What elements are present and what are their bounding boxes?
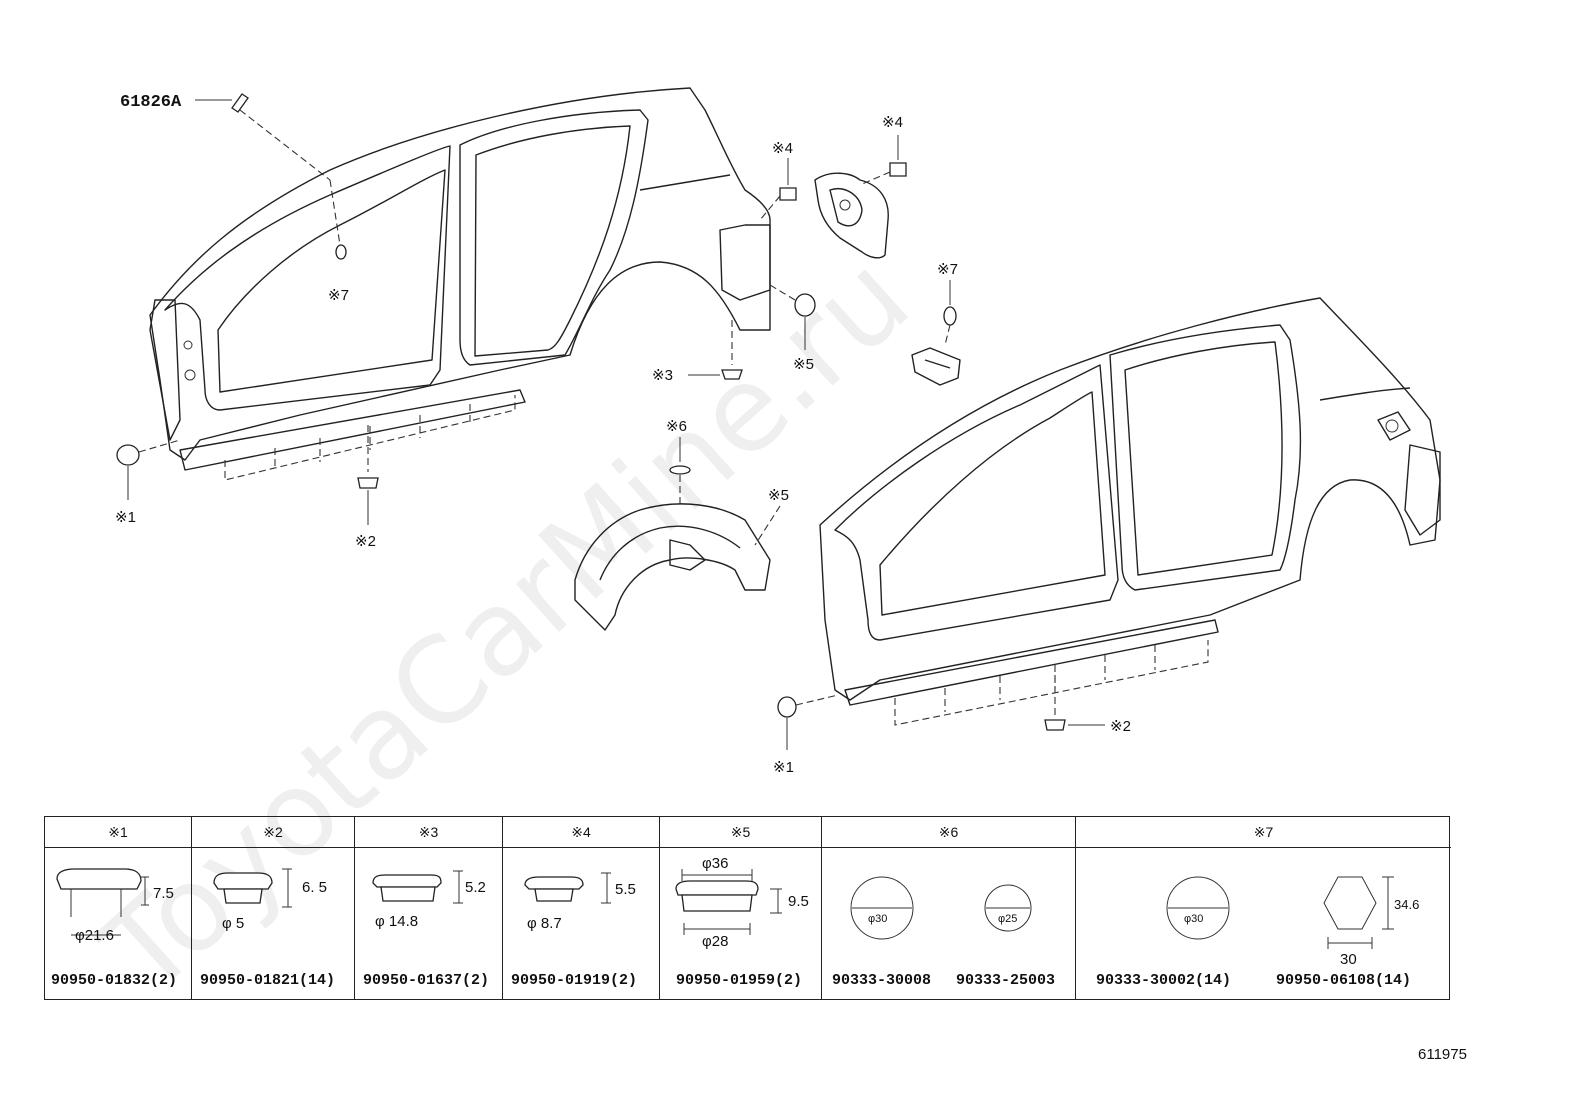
left-side-body-panel [149,87,771,481]
callout-2-left: ※2 [355,533,376,550]
legend-col-1: ※1 7.5 φ21.6 90950-01832(2) [45,817,192,999]
part-number: 90950-01919(2) [511,972,638,989]
clip-4a [759,158,797,221]
dim-height: 6. 5 [302,879,328,896]
dim-hex-height: 34.6 [1394,897,1420,912]
legend-header: ※3 [355,817,502,848]
clip-2-left [357,425,379,525]
callout-2-right: ※2 [1110,718,1131,735]
dim-diameter: φ 8.7 [527,915,562,932]
part-number-1: 90333-30002(14) [1096,972,1232,989]
callout-1-right: ※1 [773,759,794,776]
clip-4b [859,135,907,186]
clip-4-profile-icon [524,872,611,904]
dim-hex-width: 30 [1340,951,1357,968]
dim-diameter-30: φ30 [868,913,888,925]
legend-col-3: ※3 5.2 φ 14.8 90950-01637(2) [355,817,503,999]
clip-5a [769,284,816,350]
legend-header: ※6 [822,817,1075,848]
part-number: 90950-01959(2) [676,972,803,989]
inner-wheel-housing [574,503,771,631]
clip-3 [721,320,743,380]
legend-col-7: ※7 φ30 34.6 30 90333-30002(14) 90950-061… [1076,817,1451,999]
legend-header: ※4 [503,817,659,848]
part-number-1: 90333-30008 [832,972,932,989]
callout-3: ※3 [652,367,673,384]
part-number: 90950-01637(2) [363,972,490,989]
clip-2-right [1044,675,1105,731]
callout-7-left: ※7 [328,287,349,304]
right-side-body-panel [819,297,1441,726]
seal-7-icons [1166,876,1394,949]
rear-inner-bracket [814,172,889,259]
legend-header: ※7 [1076,817,1451,848]
dim-height: 5.2 [465,879,486,896]
dim-diameter: φ 5 [222,915,245,932]
legend-col-6: ※6 φ30 φ25 90333-30008 90333-25003 [822,817,1076,999]
callout-5a: ※5 [793,356,814,373]
fastener-legend-table: ※1 7.5 φ21.6 90950-01832(2) ※2 6. 5 φ 5 … [44,816,1451,1000]
callout-7-right: ※7 [937,261,958,278]
callout-5b: ※5 [768,487,789,504]
callout-4a: ※4 [772,140,793,157]
dim-height: 9.5 [788,893,809,910]
seal-6-icons [850,876,1032,940]
clip-1-profile-icon [56,868,149,936]
part-number-2: 90950-06108(14) [1276,972,1412,989]
legend-header: ※2 [192,817,354,848]
clip-5-profile-icon [675,869,782,935]
legend-col-2: ※2 6. 5 φ 5 90950-01821(14) [192,817,355,999]
legend-col-4: ※4 5.5 φ 8.7 90950-01919(2) [503,817,660,999]
small-bracket [911,347,961,386]
legend-header: ※1 [45,817,191,848]
clip-1-right [777,694,839,750]
dim-bottom-diameter: φ28 [702,933,729,950]
diagram-code: 611975 [1418,1046,1467,1063]
clip-3-profile-icon [372,870,463,904]
part-number-2: 90333-25003 [956,972,1056,989]
dim-top-diameter: φ36 [702,855,729,872]
clip-1-left [116,439,181,500]
dim-height: 7.5 [153,885,174,902]
clip-2-profile-icon [213,868,292,908]
legend-header: ※5 [660,817,821,848]
part-number: 90950-01821(14) [200,972,336,989]
dim-height: 5.5 [615,881,636,898]
legend-col-5: ※5 φ36 9.5 φ28 90950-01959(2) [660,817,822,999]
dim-diameter-30: φ30 [1184,913,1204,925]
callout-4b: ※4 [882,114,903,131]
dim-diameter-25: φ25 [998,913,1018,925]
dim-diameter: φ 14.8 [375,913,419,930]
dim-diameter: φ21.6 [75,927,114,944]
callout-6: ※6 [666,418,687,435]
callout-1-left: ※1 [115,509,136,526]
part-label-61826A: 61826A [120,93,182,112]
part-number: 90950-01832(2) [51,972,178,989]
